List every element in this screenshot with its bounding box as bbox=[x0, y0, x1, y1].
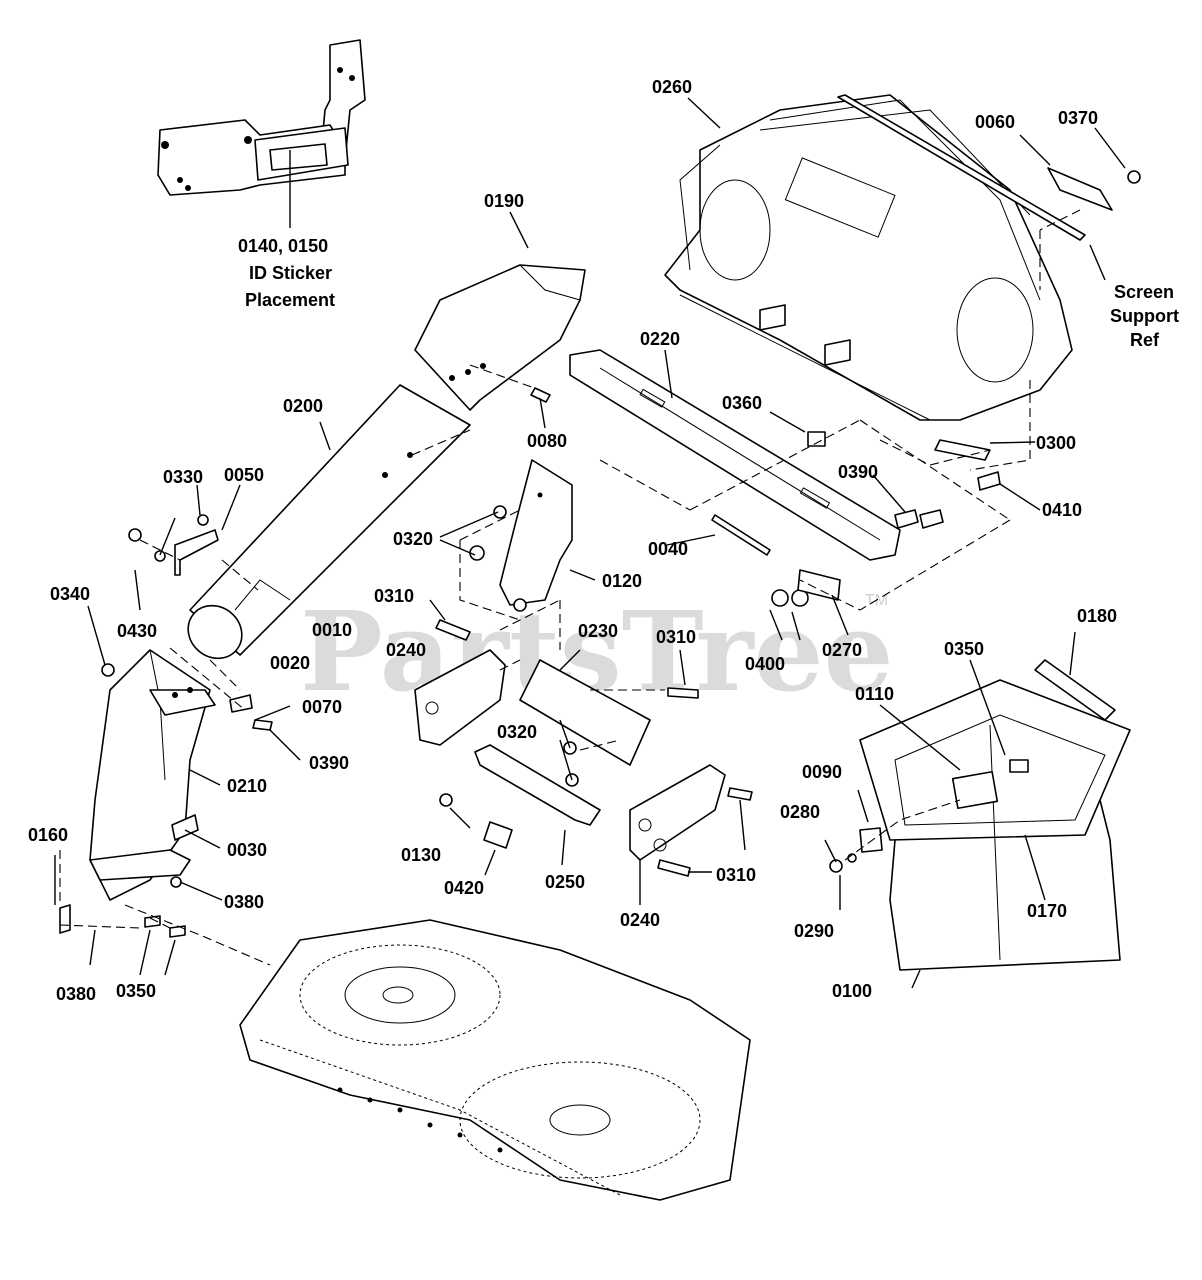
label-0390-top[interactable]: 0390 bbox=[838, 462, 878, 482]
screen-support-note-line2: Support bbox=[1110, 306, 1179, 326]
upper-chute-drawing bbox=[414, 264, 586, 411]
label-0120[interactable]: 0120 bbox=[602, 571, 642, 591]
label-0410[interactable]: 0410 bbox=[1042, 500, 1082, 520]
label-0010[interactable]: 0010 bbox=[312, 620, 352, 640]
label-0290[interactable]: 0290 bbox=[794, 921, 834, 941]
label-0230[interactable]: 0230 bbox=[578, 621, 618, 641]
label-0260[interactable]: 0260 bbox=[652, 77, 692, 97]
label-0240-left[interactable]: 0240 bbox=[386, 640, 426, 660]
rod-drawing bbox=[1034, 659, 1116, 721]
left-plate-drawing bbox=[414, 649, 506, 746]
handle-bar-drawing bbox=[474, 744, 601, 826]
lower-deflector-drawing bbox=[89, 649, 216, 901]
label-0130[interactable]: 0130 bbox=[401, 845, 441, 865]
id-sticker-note-line1: ID Sticker bbox=[249, 263, 332, 283]
label-0020[interactable]: 0020 bbox=[270, 653, 310, 673]
label-0310-right[interactable]: 0310 bbox=[716, 865, 756, 885]
label-0100[interactable]: 0100 bbox=[832, 981, 872, 1001]
label-0400[interactable]: 0400 bbox=[745, 654, 785, 674]
hood-cover-drawing bbox=[664, 94, 1073, 421]
label-0340[interactable]: 0340 bbox=[50, 584, 90, 604]
rear-bracket-bar-drawing bbox=[569, 349, 901, 561]
chute-tube-drawing bbox=[187, 384, 471, 660]
label-0090[interactable]: 0090 bbox=[802, 762, 842, 782]
hardware-drawing bbox=[59, 387, 1029, 938]
label-0310-left[interactable]: 0310 bbox=[374, 586, 414, 606]
label-0360[interactable]: 0360 bbox=[722, 393, 762, 413]
label-0350-bag[interactable]: 0350 bbox=[944, 639, 984, 659]
label-0040[interactable]: 0040 bbox=[648, 539, 688, 559]
label-0190[interactable]: 0190 bbox=[484, 191, 524, 211]
label-0350-left[interactable]: 0350 bbox=[116, 981, 156, 1001]
label-0430[interactable]: 0430 bbox=[117, 621, 157, 641]
label-0280[interactable]: 0280 bbox=[780, 802, 820, 822]
label-0250[interactable]: 0250 bbox=[545, 872, 585, 892]
mount-bracket-drawing bbox=[499, 459, 573, 612]
label-0180[interactable]: 0180 bbox=[1077, 606, 1117, 626]
label-0050[interactable]: 0050 bbox=[224, 465, 264, 485]
label-0080[interactable]: 0080 bbox=[527, 431, 567, 451]
screen-support-note-line1: Screen bbox=[1114, 282, 1174, 302]
leader-lines bbox=[54, 97, 1126, 989]
id-sticker-note-line2: Placement bbox=[245, 290, 335, 310]
label-0170[interactable]: 0170 bbox=[1027, 901, 1067, 921]
screen-support-note-line3: Ref bbox=[1130, 330, 1160, 350]
label-0330[interactable]: 0330 bbox=[163, 467, 203, 487]
screen-support-rod-drawing bbox=[837, 94, 1141, 241]
label-0200[interactable]: 0200 bbox=[283, 396, 323, 416]
label-0160[interactable]: 0160 bbox=[28, 825, 68, 845]
label-0300[interactable]: 0300 bbox=[1036, 433, 1076, 453]
bag-drawing bbox=[859, 679, 1131, 971]
label-0380-right[interactable]: 0380 bbox=[224, 892, 264, 912]
label-0220[interactable]: 0220 bbox=[640, 329, 680, 349]
label-0110[interactable]: 0110 bbox=[855, 684, 894, 704]
label-0370[interactable]: 0370 bbox=[1058, 108, 1098, 128]
label-0420[interactable]: 0420 bbox=[444, 878, 484, 898]
plate-drawing bbox=[519, 659, 651, 766]
right-plate-drawing bbox=[629, 764, 726, 861]
label-0070[interactable]: 0070 bbox=[302, 697, 342, 717]
label-0320-top[interactable]: 0320 bbox=[393, 529, 433, 549]
label-0310-mid[interactable]: 0310 bbox=[656, 627, 696, 647]
label-0380-left[interactable]: 0380 bbox=[56, 984, 96, 1004]
label-0060[interactable]: 0060 bbox=[975, 112, 1015, 132]
label-0240-right[interactable]: 0240 bbox=[620, 910, 660, 930]
label-0320-mid[interactable]: 0320 bbox=[497, 722, 537, 742]
frame-bracket-drawing bbox=[157, 39, 366, 228]
mower-deck-drawing bbox=[239, 919, 751, 1201]
label-0390-left[interactable]: 0390 bbox=[309, 753, 349, 773]
label-0140-0150[interactable]: 0140, 0150 bbox=[238, 236, 328, 256]
label-0270[interactable]: 0270 bbox=[822, 640, 862, 660]
assembly-lines bbox=[59, 209, 1081, 966]
label-0030[interactable]: 0030 bbox=[227, 840, 267, 860]
label-0210[interactable]: 0210 bbox=[227, 776, 267, 796]
